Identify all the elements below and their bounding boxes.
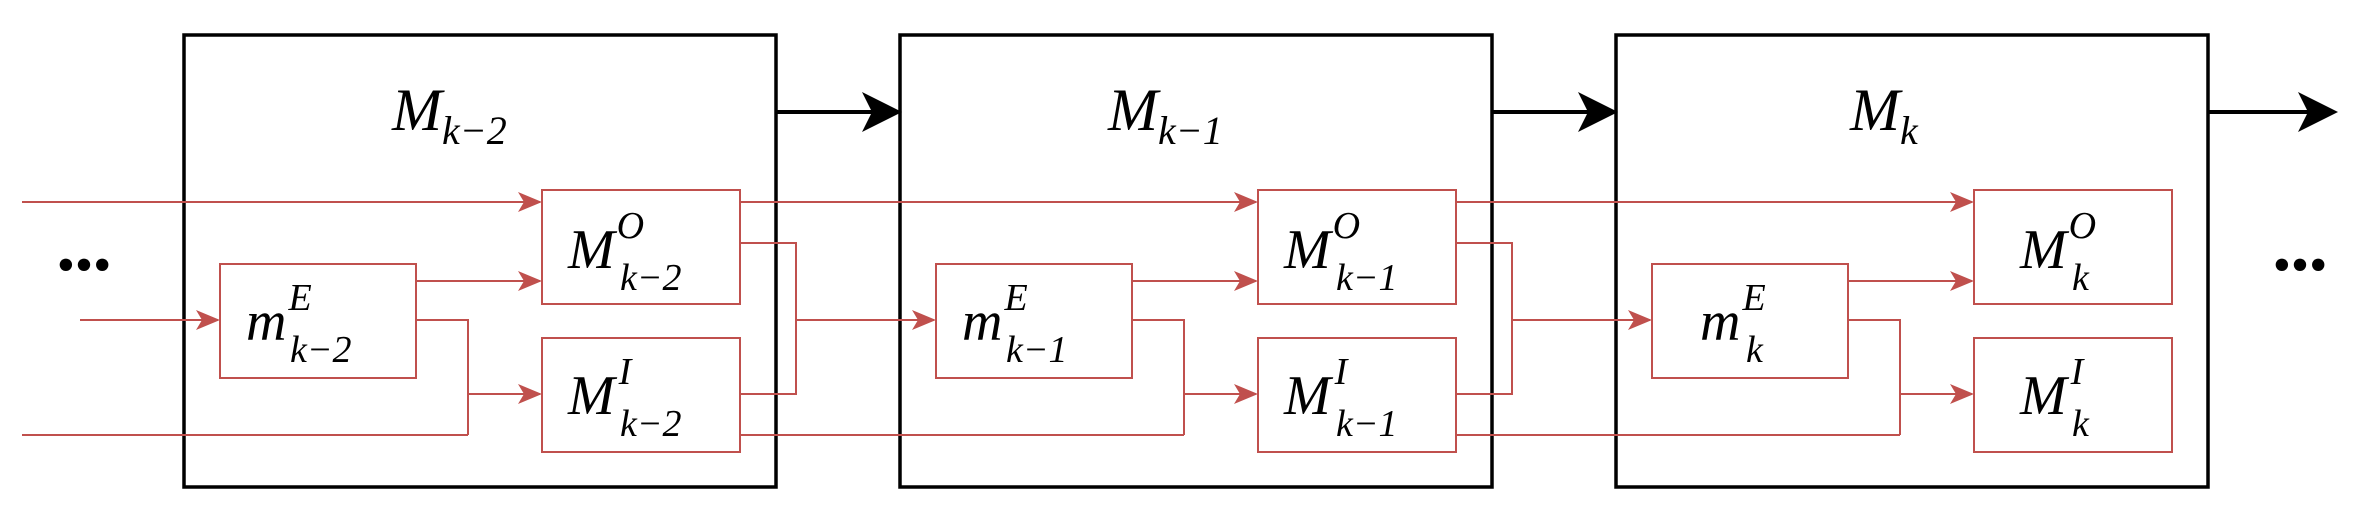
- output-box-k-2: [541, 189, 741, 305]
- estimator-label-k-sup: E: [1741, 277, 1765, 319]
- block-label-k-2: Mk−2: [391, 77, 507, 153]
- signal-out-k-2-combine: [740, 242, 936, 330]
- block-label-k-2-main: M: [391, 77, 445, 143]
- inner-label-k-2-sup: I: [618, 351, 634, 393]
- estimator-label-k-2-main: m: [246, 291, 286, 353]
- block-k-1: [898, 33, 1494, 489]
- inner-label-k-2-sub: k−2: [620, 403, 682, 445]
- inner-label-k-sup: I: [2070, 351, 2086, 393]
- block-label-k-2-sub: k−2: [442, 108, 507, 153]
- estimator-label-k-2-sub: k−2: [290, 329, 352, 371]
- estimator-label-k-1-main: m: [962, 291, 1002, 353]
- signal-est-to-inner-k: [1848, 319, 1974, 404]
- signal-inner-k-2-combine: [740, 320, 797, 395]
- signal-inner-k-1-combine: [1456, 320, 1513, 395]
- inner-label-k-main: M: [2019, 365, 2070, 427]
- block-label-k-main: M: [1849, 77, 1903, 143]
- inner-label-k-1-sup: I: [1334, 351, 1350, 393]
- output-label-k-1-sub: k−1: [1336, 257, 1398, 299]
- estimator-label-k-2-sup: E: [287, 277, 311, 319]
- output-label-k-2-sup: O: [617, 205, 644, 247]
- inner-label-k-2-main: M: [567, 365, 618, 427]
- output-label-k-2-sub: k−2: [620, 257, 682, 299]
- output-label-k-sup: O: [2069, 205, 2096, 247]
- output-label-k-main: M: [2019, 219, 2070, 281]
- output-label-k-2-main: M: [567, 219, 618, 281]
- block-label-k-1-sub: k−1: [1158, 108, 1223, 153]
- estimator-label-k-1-sup: E: [1003, 277, 1027, 319]
- signal-est-to-inner-k-1: [1132, 319, 1258, 404]
- block-k-2: [182, 33, 778, 489]
- output-label-k-1-main: M: [1283, 219, 1334, 281]
- output-label-k-1-sup: O: [1333, 205, 1360, 247]
- inner-box-k: [1973, 337, 2173, 453]
- right-ellipsis: •••: [2273, 237, 2328, 294]
- block-label-k-1: Mk−1: [1107, 77, 1223, 153]
- estimator-label-k-sub: k: [1746, 329, 1764, 371]
- estimator-label-k-main: m: [1700, 291, 1740, 353]
- block-k: [1614, 33, 2210, 489]
- block-label-k: Mk: [1849, 77, 1919, 153]
- inner-label-k-1-sub: k−1: [1336, 403, 1398, 445]
- estimator-label-k-1-sub: k−1: [1006, 329, 1068, 371]
- left-ellipsis: •••: [57, 237, 112, 294]
- output-box-k-1: [1257, 189, 1457, 305]
- inner-label-k-sub: k: [2072, 403, 2090, 445]
- signal-est-to-inner-k-2: [416, 319, 542, 404]
- block-label-k-1-main: M: [1107, 77, 1161, 143]
- inner-label-k-1-main: M: [1283, 365, 1334, 427]
- block-label-k-sub: k: [1900, 108, 1919, 153]
- output-box-k: [1973, 189, 2173, 305]
- signal-out-k-1-combine: [1456, 242, 1652, 330]
- output-label-k-sub: k: [2072, 257, 2090, 299]
